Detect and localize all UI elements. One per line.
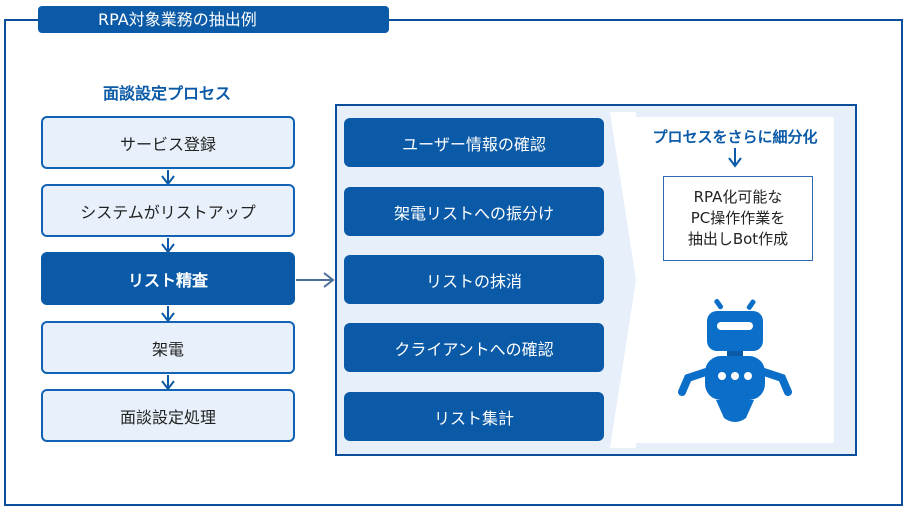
bot-creation-box: RPA化可能な PC操作作業を 抽出しBot作成 bbox=[663, 176, 813, 261]
task-client-confirmation: クライアントへの確認 bbox=[344, 323, 604, 372]
process-step-system-listup: システムがリストアップ bbox=[41, 184, 295, 237]
bot-box-line-2: PC操作作業を bbox=[690, 209, 786, 227]
step-arrow-4 bbox=[161, 375, 175, 391]
task-user-info-check: ユーザー情報の確認 bbox=[344, 118, 604, 167]
refine-down-arrow bbox=[728, 148, 742, 168]
bot-box-line-3: 抽出しBot作成 bbox=[687, 230, 789, 248]
process-step-list-review: リスト精査 bbox=[41, 252, 295, 305]
process-title: 面談設定プロセス bbox=[102, 84, 231, 103]
robot-icon bbox=[678, 298, 792, 422]
step-arrow-1 bbox=[161, 170, 175, 186]
task-call-list-sorting: 架電リストへの振分け bbox=[344, 187, 604, 236]
refine-title: プロセスをさらに細分化 bbox=[652, 128, 818, 146]
expand-arrow bbox=[296, 272, 335, 288]
step-arrow-3 bbox=[161, 306, 175, 323]
process-step-service-registration: サービス登録 bbox=[41, 116, 295, 169]
process-step-call: 架電 bbox=[41, 321, 295, 374]
step-arrow-2 bbox=[161, 238, 175, 254]
page-title: RPA対象業務の抽出例 bbox=[38, 6, 389, 33]
bot-box-line-1: RPA化可能な bbox=[693, 188, 783, 206]
refine-chevron bbox=[610, 112, 636, 448]
task-list-deletion: リストの抹消 bbox=[344, 255, 604, 304]
task-list-aggregation: リスト集計 bbox=[344, 392, 604, 441]
